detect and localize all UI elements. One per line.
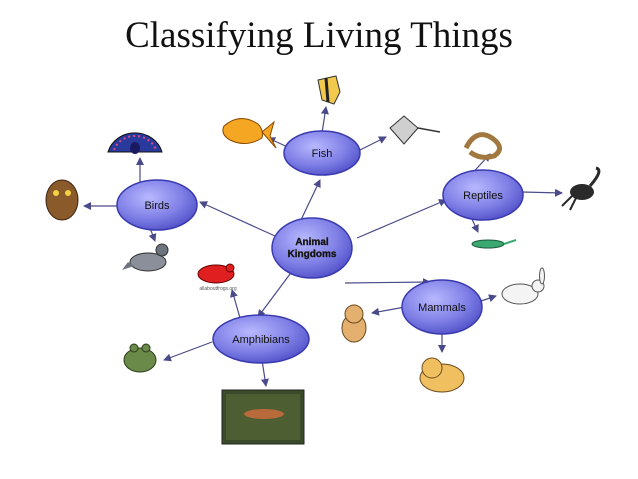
stingray-icon xyxy=(389,115,441,145)
angelfish-icon xyxy=(317,75,341,105)
snake-icon xyxy=(463,132,502,160)
center-label-line2: Kingdoms xyxy=(288,249,337,260)
arrow-center-fish xyxy=(299,179,321,223)
node-reptiles[interactable]: Reptiles xyxy=(442,169,524,221)
node-center[interactable]: Animal Kingdoms xyxy=(271,217,353,279)
node-birds[interactable]: Birds xyxy=(116,179,198,231)
rabbit-icon xyxy=(501,267,545,305)
lizard-icon xyxy=(471,239,517,249)
center-label-line1: Animal xyxy=(295,237,329,248)
image-credit: allaboutfrogs.org xyxy=(199,286,236,292)
node-fish[interactable]: Fish xyxy=(283,130,361,176)
node-amphibians[interactable]: Amphibians xyxy=(212,314,310,364)
node-label-amphibians: Amphibians xyxy=(232,334,290,346)
slide-title: Classifying Living Things xyxy=(125,15,513,56)
owl-icon xyxy=(45,179,79,221)
pigeon-icon xyxy=(122,243,169,272)
node-label-birds: Birds xyxy=(144,200,170,212)
green-frog-icon xyxy=(123,343,157,373)
node-label-reptiles: Reptiles xyxy=(463,190,503,202)
node-mammals[interactable]: Mammals xyxy=(401,279,483,335)
goldfish-icon xyxy=(222,118,277,149)
node-label-fish: Fish xyxy=(312,148,333,160)
arrow-center-reptiles xyxy=(356,199,447,239)
arrow-reptiles-scorpion xyxy=(521,188,563,197)
arrow-center-amphibians xyxy=(257,265,297,318)
arrow-fish-angelfish xyxy=(320,106,329,134)
red-frog-icon: allaboutfrogs.org xyxy=(197,263,237,292)
puppy-icon xyxy=(341,304,367,343)
arrow-center-mammals xyxy=(344,278,431,287)
dog-icon xyxy=(419,357,465,393)
arrow-fish-stingray xyxy=(359,136,387,151)
arrow-amphibians-redfrog xyxy=(230,289,241,319)
node-label-mammals: Mammals xyxy=(418,302,466,314)
arrow-mammals-puppy xyxy=(371,306,406,316)
peacock-icon xyxy=(107,132,163,154)
arrow-amphibians-frog xyxy=(163,341,213,362)
connector-arrows xyxy=(83,106,563,387)
scorpion-icon xyxy=(561,166,601,211)
arrow-amphibians-salamander xyxy=(260,359,269,387)
arrow-center-birds xyxy=(199,201,276,237)
salamander-photo xyxy=(221,389,305,445)
